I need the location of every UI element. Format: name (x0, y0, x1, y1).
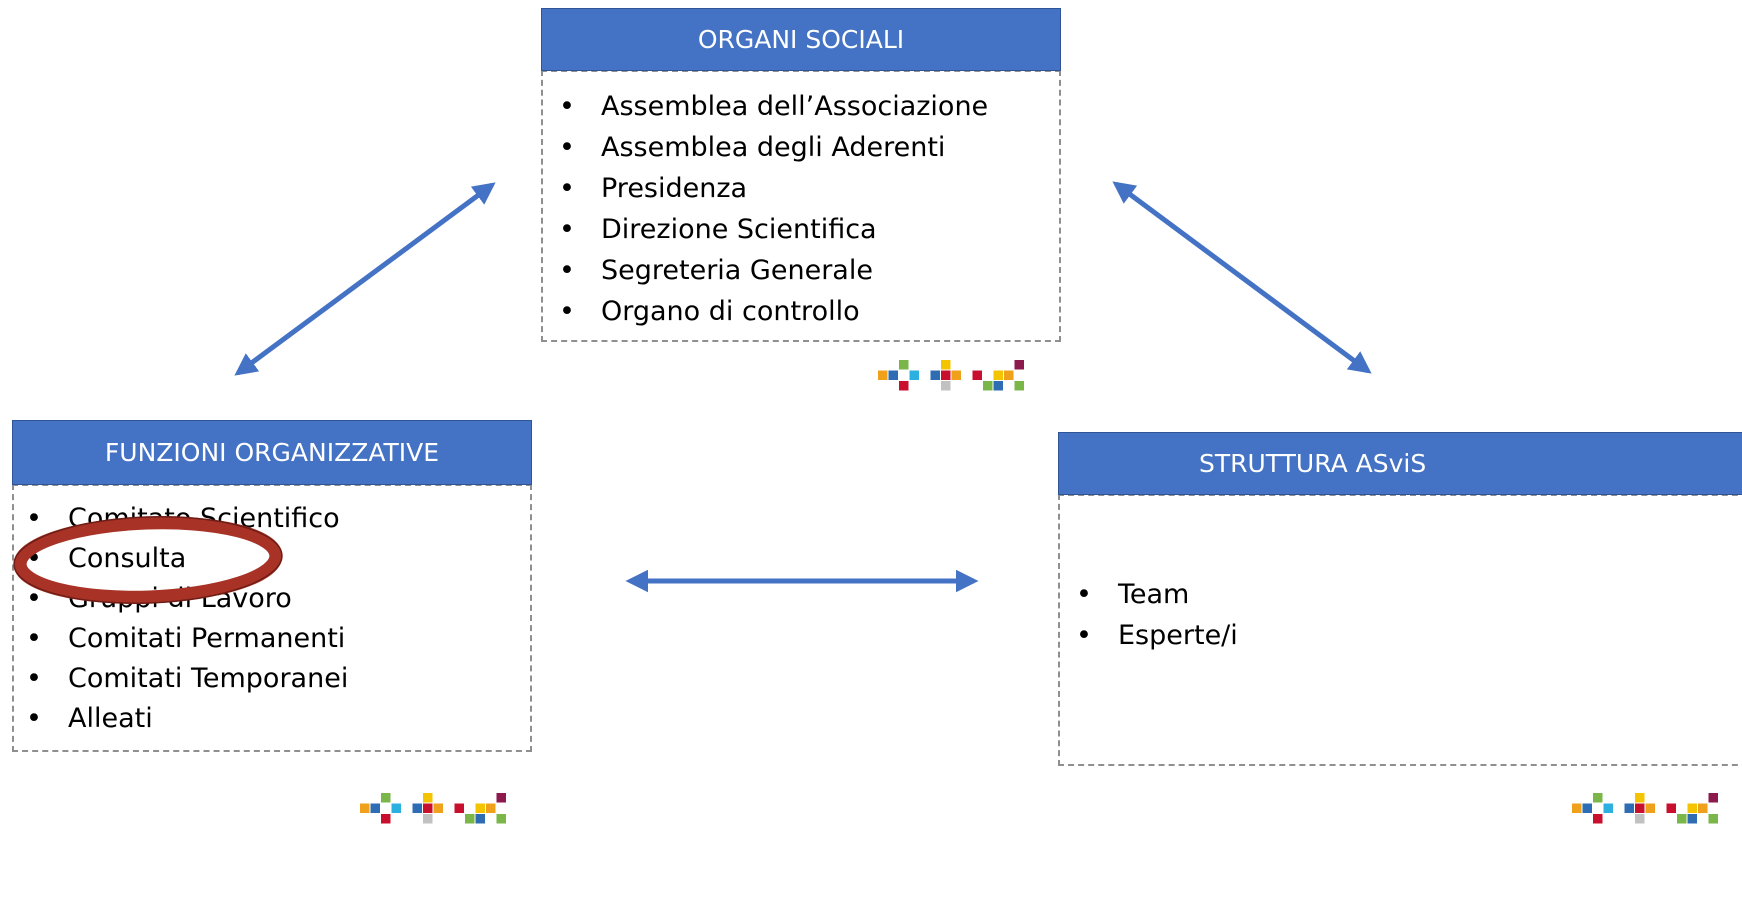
organi-sociali-box (541, 70, 1061, 342)
double-arrow-icon (234, 182, 496, 376)
logo-tile (370, 803, 380, 813)
logo-tile (433, 803, 443, 813)
logo-tile (909, 370, 919, 380)
list-item: •Organo di controllo (559, 296, 860, 327)
funzioni-organizzative-title: FUNZIONI ORGANIZZATIVE (104, 438, 440, 467)
list-item: •Assemblea degli Aderenti (559, 132, 946, 163)
struttura-list: •Team •Esperte/i (1062, 574, 1238, 656)
logo-tile (496, 814, 506, 824)
logo-tile (1677, 814, 1687, 824)
logo-tile (1708, 793, 1718, 803)
logo-tile (391, 803, 401, 813)
logo-tile (888, 370, 898, 380)
logo-tile (1014, 360, 1024, 370)
logo-tile (360, 803, 370, 813)
list-item: •Team (1076, 579, 1190, 610)
logo-tile (465, 814, 475, 824)
logo-tile (899, 381, 909, 391)
list-item: •Gruppi di Lavoro (26, 583, 292, 614)
struttura-header: STRUTTURA ASviS (1058, 432, 1742, 495)
list-item: •Esperte/i (1076, 620, 1238, 651)
logo-tile (423, 803, 433, 813)
logo-tile (941, 370, 951, 380)
logo-tile (1687, 803, 1697, 813)
logo-tile (1624, 803, 1634, 813)
logo-tile (1635, 793, 1645, 803)
asvis-logo-icon (360, 793, 506, 824)
logo-tile (941, 360, 951, 370)
logo-tile (1645, 803, 1655, 813)
struttura-title: STRUTTURA ASviS (1199, 449, 1427, 478)
logo-tile (475, 814, 485, 824)
list-item: •Alleati (26, 703, 153, 734)
list-item: •Comitato Scientifico (26, 503, 340, 534)
funzioni-organizzative-list: •Comitato Scientifico •Consulta •Gruppi … (12, 499, 348, 739)
list-item: •Presidenza (559, 173, 748, 204)
funzioni-organizzative-header: FUNZIONI ORGANIZZATIVE (12, 420, 532, 485)
logo-tile (993, 370, 1003, 380)
logo-tile (930, 370, 940, 380)
logo-tile (1593, 793, 1603, 803)
logo-tile (983, 381, 993, 391)
list-item: •Direzione Scientifica (559, 214, 877, 245)
logo-tile (381, 793, 391, 803)
logo-tile (1687, 814, 1697, 824)
asvis-logo-icon (1572, 793, 1718, 824)
organi-sociali-title: ORGANI SOCIALI (697, 25, 905, 54)
logo-tile (1666, 803, 1676, 813)
struttura-box (1058, 494, 1742, 766)
logo-tile (941, 381, 951, 391)
organi-sociali-header: ORGANI SOCIALI (541, 8, 1061, 71)
list-item: •Assemblea dell’Associazione (559, 91, 989, 122)
logo-tile (496, 793, 506, 803)
logo-tile (1603, 803, 1613, 813)
logo-tile (381, 814, 391, 824)
logo-tile (1635, 814, 1645, 824)
list-item: •Comitati Permanenti (26, 623, 346, 654)
logo-tile (1708, 814, 1718, 824)
logo-tile (1004, 370, 1014, 380)
logo-tile (1582, 803, 1592, 813)
list-item: •Comitati Temporanei (26, 663, 349, 694)
logo-tile (878, 370, 888, 380)
logo-tile (475, 803, 485, 813)
asvis-logo-icon (878, 360, 1024, 391)
logo-tile (1572, 803, 1582, 813)
logo-tile (951, 370, 961, 380)
logo-tile (412, 803, 422, 813)
organi-sociali-list: •Assemblea dell’Associazione •Assemblea … (545, 86, 988, 332)
logo-tile (423, 793, 433, 803)
logo-tile (1593, 814, 1603, 824)
logo-tile (993, 381, 1003, 391)
list-item: •Segreteria Generale (559, 255, 873, 286)
logo-tile (1698, 803, 1708, 813)
logo-tile (423, 814, 433, 824)
list-item-highlighted: •Consulta (26, 543, 187, 574)
logo-tile (1635, 803, 1645, 813)
logo-tile (899, 360, 909, 370)
double-arrow-icon (1112, 181, 1372, 374)
logo-tile (486, 803, 496, 813)
logo-tile (454, 803, 464, 813)
logo-tile (1014, 381, 1024, 391)
logo-tile (972, 370, 982, 380)
